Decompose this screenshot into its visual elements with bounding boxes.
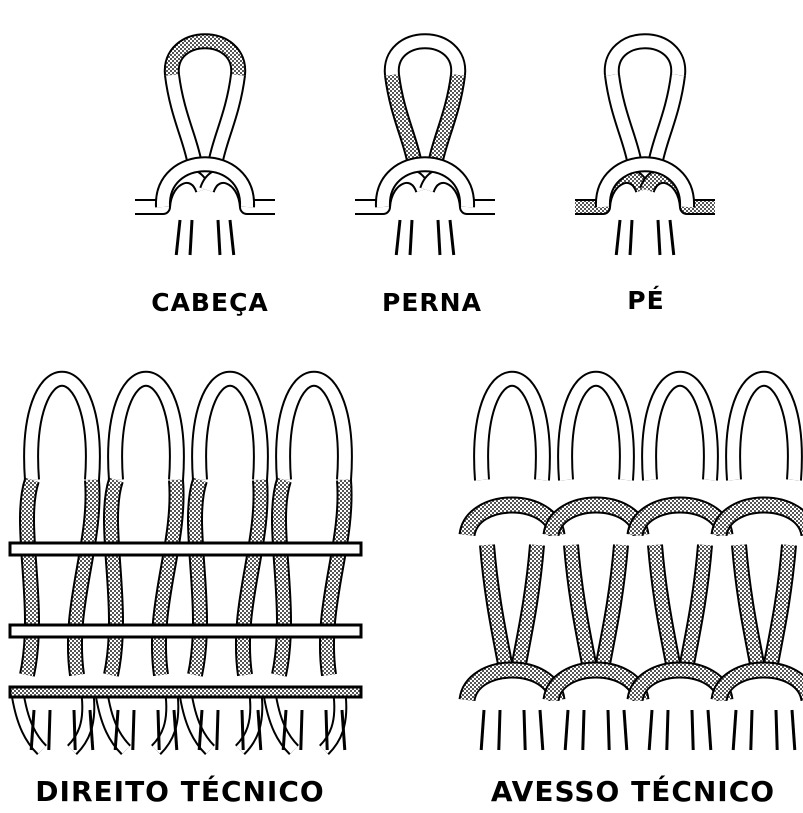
stitch-head	[612, 41, 678, 75]
fabric-leg	[487, 545, 507, 675]
fabric-tail	[217, 710, 218, 750]
fabric-leg	[601, 545, 621, 675]
stitch-tail	[616, 220, 620, 255]
fabric-tail	[133, 710, 134, 750]
stitch-tail	[630, 220, 632, 255]
fabric-tail	[649, 710, 652, 750]
stitch-tail	[190, 220, 192, 255]
stitch-tail	[396, 220, 400, 255]
stitch-pe	[575, 41, 715, 255]
fabric-leg	[571, 545, 591, 675]
fabric-tail	[733, 710, 736, 750]
stitch-tail	[218, 220, 220, 255]
fabric-tail	[583, 710, 584, 750]
stitch-tail	[658, 220, 660, 255]
label-cabeca: CABEÇA	[130, 288, 290, 317]
fabric-leg	[75, 480, 93, 675]
fabric-leg	[769, 545, 789, 675]
fabric-tail	[692, 710, 693, 750]
fabric-loop-head	[115, 379, 177, 480]
fabric-tail	[667, 710, 668, 750]
stitch-tail	[410, 220, 412, 255]
fabric-leg	[517, 545, 537, 675]
fabric-tail	[301, 710, 302, 750]
stitch-tail	[450, 220, 454, 255]
fabric-tail	[751, 710, 752, 750]
fabric-course-line	[10, 687, 361, 697]
fabric-direito-tecnico	[10, 379, 361, 750]
fabric-tail	[565, 710, 568, 750]
fabric-tail	[624, 710, 627, 750]
stitch-perna	[355, 41, 495, 255]
fabric-tail	[540, 710, 543, 750]
stitch-tail	[230, 220, 234, 255]
fabric-tail	[792, 710, 795, 750]
fabric-loop-head	[31, 379, 93, 480]
fabric-loop-head	[565, 379, 627, 480]
fabric-tail	[776, 710, 777, 750]
stitch-tail	[670, 220, 674, 255]
fabric-lower-loop	[185, 690, 210, 750]
fabric-leg	[685, 545, 705, 675]
label-perna: PERNA	[352, 288, 512, 317]
fabric-lower-loop	[269, 690, 294, 750]
stitch-head	[392, 41, 458, 75]
stitch-leg-right	[435, 75, 458, 165]
fabric-tail	[242, 710, 243, 750]
stitch-tail	[438, 220, 440, 255]
fabric-tail	[158, 710, 159, 750]
fabric-course-line	[10, 625, 361, 637]
fabric-tail	[499, 710, 500, 750]
fabric-leg	[243, 480, 261, 675]
fabric-avesso-tecnico	[467, 379, 803, 750]
label-pe: PÉ	[566, 286, 726, 315]
stitch-head	[172, 41, 238, 75]
fabric-loop-head	[733, 379, 795, 480]
fabric-leg	[739, 545, 759, 675]
fabric-leg	[27, 480, 32, 675]
fabric-tail	[326, 710, 327, 750]
label-avesso-tecnico: AVESSO TÉCNICO	[478, 775, 788, 808]
fabric-tail	[74, 710, 75, 750]
label-direito-tecnico: DIREITO TÉCNICO	[15, 775, 345, 808]
fabric-tail	[708, 710, 711, 750]
fabric-leg	[327, 480, 345, 675]
fabric-loop-head	[283, 379, 345, 480]
fabric-tail	[49, 710, 50, 750]
stitch-leg-left	[392, 75, 415, 165]
fabric-leg	[111, 480, 116, 675]
stitch-tail	[176, 220, 180, 255]
fabric-loop-head	[199, 379, 261, 480]
fabric-loop-head	[649, 379, 711, 480]
stitch-leg-left	[172, 75, 195, 165]
stitch-leg-right	[655, 75, 678, 165]
fabric-leg	[279, 480, 284, 675]
stitch-leg-left	[612, 75, 635, 165]
fabric-leg	[195, 480, 200, 675]
fabric-course-line	[10, 543, 361, 555]
fabric-leg	[655, 545, 675, 675]
fabric-leg	[159, 480, 177, 675]
fabric-loop-head	[481, 379, 543, 480]
fabric-tail	[481, 710, 484, 750]
stitch-cabeca	[135, 41, 275, 255]
fabric-lower-loop	[101, 690, 126, 750]
fabric-lower-loop	[17, 690, 42, 750]
stitch-leg-right	[215, 75, 238, 165]
fabric-tail	[524, 710, 525, 750]
fabric-tail	[608, 710, 609, 750]
